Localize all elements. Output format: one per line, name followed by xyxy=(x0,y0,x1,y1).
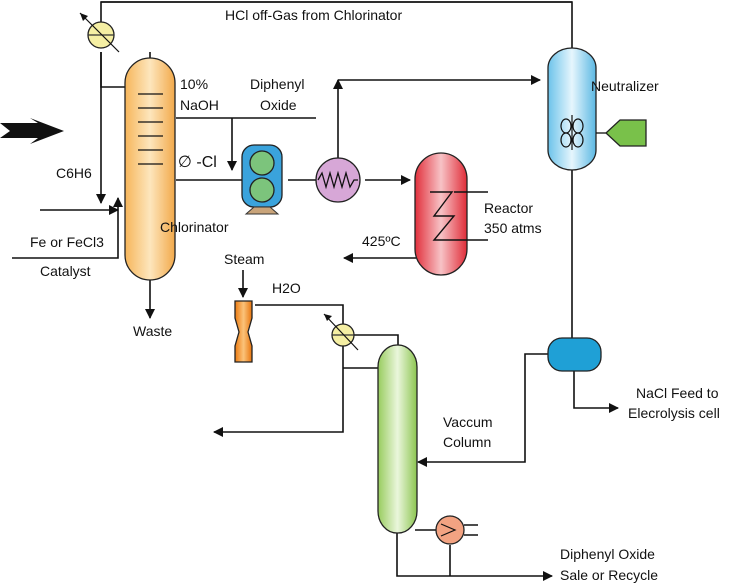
reboiler-icon xyxy=(435,515,465,545)
hcl-offgas-label: HCl off-Gas from Chlorinator xyxy=(225,7,402,23)
vacuum-label-2: Column xyxy=(443,434,491,450)
agitator-motor-icon xyxy=(605,119,647,147)
offgas-control-valve-icon xyxy=(79,12,120,53)
chlorinator-trays xyxy=(138,93,163,165)
product-label-1: Diphenyl Oxide xyxy=(560,546,655,562)
neutralizer-vessel xyxy=(547,47,606,171)
chlorinator-tower xyxy=(124,57,176,281)
nacl-feed-line xyxy=(573,370,619,413)
catalyst-label-2: Catalyst xyxy=(40,263,91,279)
temperature-label: 425ºC xyxy=(362,233,401,249)
diphenyl-label-1: Diphenyl xyxy=(250,76,304,92)
light-ends-line xyxy=(213,335,344,437)
vacuum-label-1: Vaccum xyxy=(443,414,493,430)
vacuum-column xyxy=(377,344,418,534)
steam-ejector-icon xyxy=(234,300,253,363)
vacuum-control-valve-icon xyxy=(323,313,359,351)
diphenyl-label-2: Oxide xyxy=(260,97,297,113)
product-label-2: Sale or Recycle xyxy=(560,567,658,583)
catalyst-label-1: Fe or FeCl3 xyxy=(30,234,104,250)
chlorinator-label: Chlorinator xyxy=(160,219,229,235)
waste-label: Waste xyxy=(133,323,172,339)
nacl-label-2: Elecrolysis cell xyxy=(628,405,720,421)
vacuum-feed-line xyxy=(417,353,548,467)
mixer-tank xyxy=(241,144,283,215)
steam-label: Steam xyxy=(224,251,264,267)
product-line xyxy=(396,525,553,581)
reactor-label-2: 350 atms xyxy=(484,220,542,236)
heat-exchanger-icon xyxy=(315,157,361,203)
naoh-label-1: 10% xyxy=(180,76,208,92)
reactor-vessel xyxy=(414,152,488,276)
water-label: H2O xyxy=(272,280,301,296)
reboiler-heat-lines xyxy=(464,524,478,536)
nacl-label-1: NaCl Feed to xyxy=(636,385,719,401)
benzene-label: C6H6 xyxy=(56,165,92,181)
neutralizer-label: Neutralizer xyxy=(591,78,659,94)
reactor-label-1: Reactor xyxy=(484,200,533,216)
naoh-label-2: NaOH xyxy=(180,97,219,113)
feed-inlet-arrow-icon xyxy=(0,118,64,144)
separator-drum xyxy=(547,337,602,372)
phenyl-chloride-label: ∅ -Cl xyxy=(178,154,217,171)
catalyst-feed-line xyxy=(12,197,123,259)
